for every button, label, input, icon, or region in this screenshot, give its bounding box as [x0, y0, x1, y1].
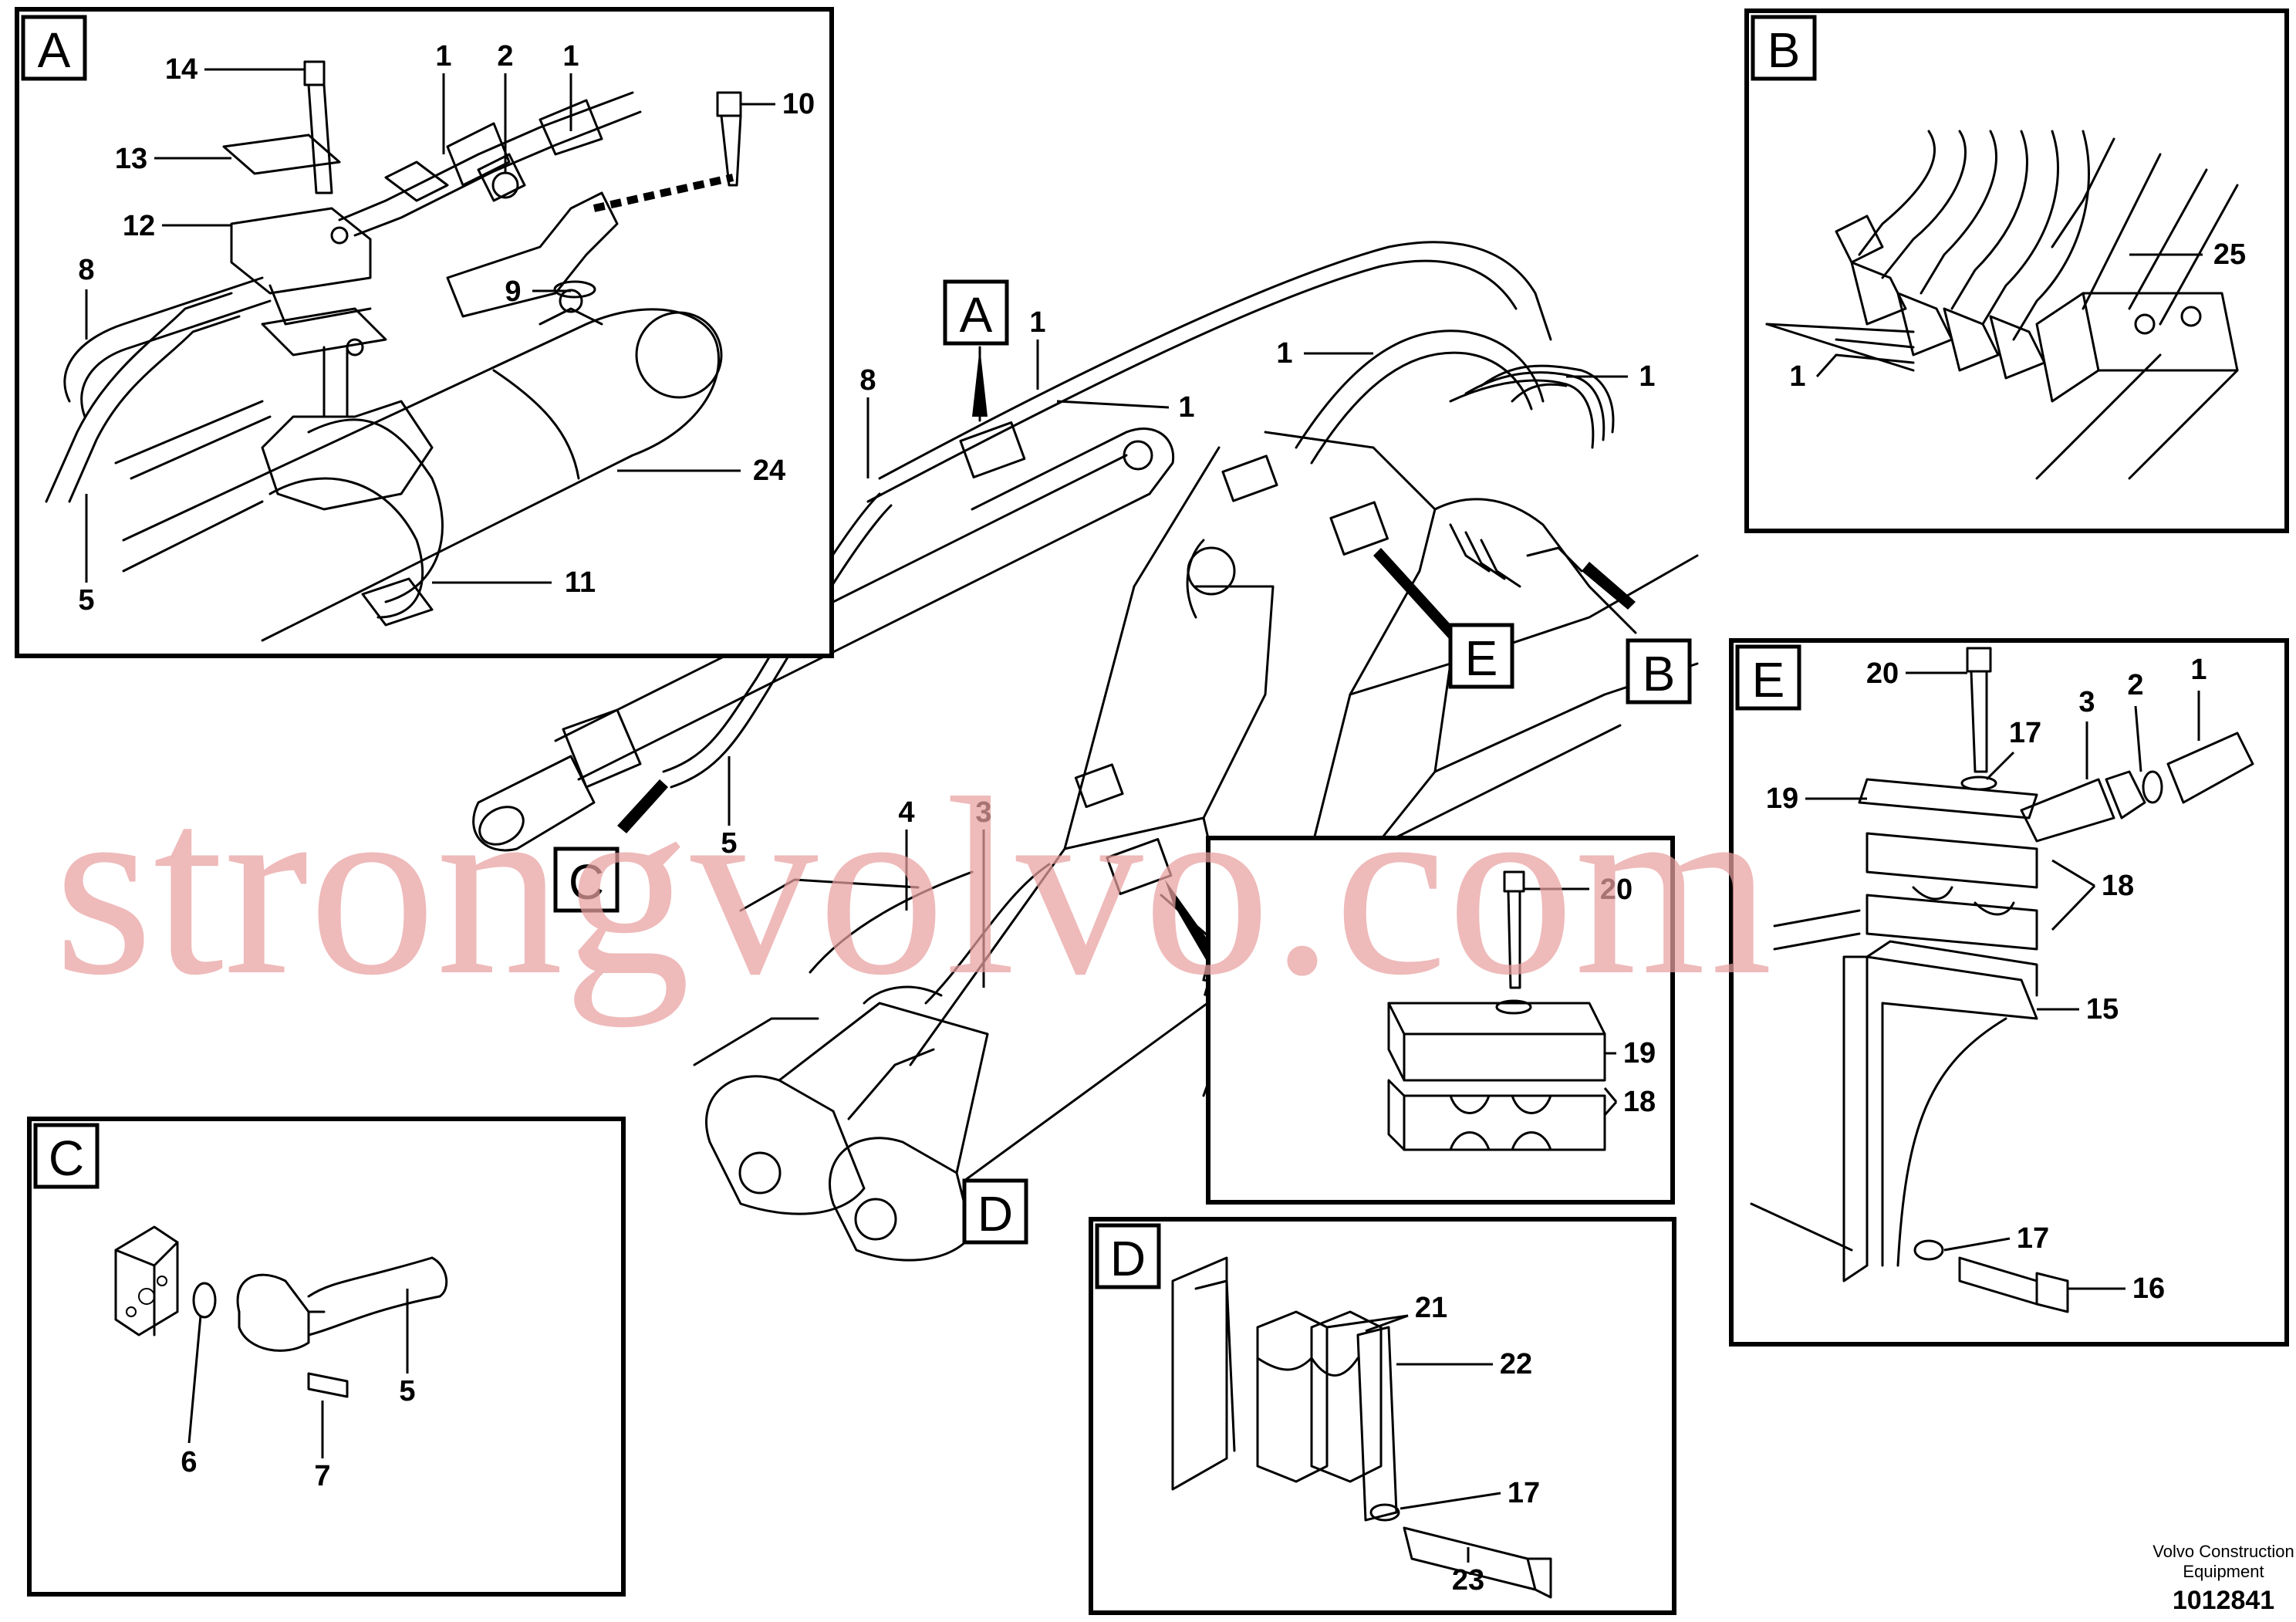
- e-callout-15: 15: [2086, 993, 2119, 1026]
- c-callout-6: 6: [181, 1446, 197, 1478]
- inset-b-tag: B: [1768, 22, 1801, 78]
- a-callout-10: 10: [782, 88, 815, 120]
- detail-callout-20: 20: [1600, 874, 1633, 906]
- main-callout-3: 3: [975, 796, 991, 829]
- a-callout-14: 14: [165, 53, 198, 86]
- a-callout-1b: 1: [562, 40, 579, 73]
- main-tag-e: E: [1465, 630, 1498, 686]
- main-tag-c: C: [569, 854, 604, 910]
- e-callout-20: 20: [1866, 657, 1899, 690]
- detail-callout-18: 18: [1623, 1086, 1656, 1118]
- a-callout-1a: 1: [435, 40, 451, 73]
- watermark-text: strongvolvo.com: [54, 746, 1772, 1028]
- inset-e: E 20 17 3 2: [1729, 638, 2289, 1347]
- a-callout-11: 11: [565, 566, 596, 599]
- e-callout-17a: 17: [2009, 717, 2041, 749]
- inset-d-clamp-detail: 20 19 18: [1206, 836, 1675, 1205]
- d-callout-22: 22: [1500, 1348, 1532, 1380]
- inset-c-tag: C: [49, 1130, 84, 1186]
- inset-d: D 21 22 17 23: [1089, 1217, 1676, 1615]
- main-callout-5: 5: [721, 827, 737, 860]
- e-callout-3: 3: [2078, 686, 2095, 718]
- e-callout-17b: 17: [2017, 1222, 2049, 1255]
- credit-line-2: Equipment: [2183, 1562, 2264, 1581]
- main-tag-a: A: [960, 287, 993, 343]
- c-callout-5: 5: [399, 1375, 415, 1407]
- main-callout-1d: 1: [1639, 360, 1655, 393]
- a-callout-9: 9: [505, 275, 521, 308]
- main-callout-1c: 1: [1276, 337, 1292, 370]
- inset-d-tag: D: [1110, 1231, 1146, 1286]
- b-callout-1: 1: [1789, 360, 1805, 393]
- e-callout-2: 2: [2127, 669, 2143, 701]
- main-callout-4: 4: [898, 796, 914, 829]
- a-callout-12: 12: [123, 210, 155, 242]
- detail-callout-19: 19: [1623, 1037, 1656, 1070]
- e-callout-18: 18: [2102, 870, 2134, 902]
- e-callout-1: 1: [2190, 654, 2207, 686]
- inset-a: A: [15, 7, 834, 658]
- a-callout-2: 2: [497, 40, 513, 73]
- a-callout-8: 8: [78, 254, 94, 286]
- a-callout-13: 13: [115, 143, 147, 175]
- inset-b: B 25 1: [1744, 8, 2289, 533]
- inset-e-tag: E: [1752, 652, 1785, 708]
- main-callout-8: 8: [859, 364, 876, 397]
- d-callout-17: 17: [1508, 1477, 1540, 1509]
- e-callout-16: 16: [2132, 1272, 2165, 1305]
- credit-line-1: Volvo Construction: [2152, 1542, 2294, 1561]
- main-callout-1b: 1: [1178, 391, 1194, 424]
- credit-block: Volvo Construction Equipment 1012841: [2152, 1542, 2294, 1615]
- d-callout-21: 21: [1415, 1292, 1447, 1324]
- main-tag-d: D: [977, 1186, 1013, 1242]
- c-callout-7: 7: [314, 1460, 330, 1492]
- b-callout-25: 25: [2213, 238, 2246, 271]
- a-callout-24: 24: [753, 454, 785, 487]
- e-callout-19: 19: [1766, 782, 1798, 815]
- main-tag-b: B: [1643, 646, 1676, 701]
- d-callout-23: 23: [1452, 1564, 1484, 1597]
- a-callout-5: 5: [78, 584, 94, 617]
- inset-c: C 5 6 7: [27, 1117, 626, 1597]
- inset-a-tag: A: [38, 22, 71, 78]
- document-number: 1012841: [2173, 1586, 2274, 1615]
- main-callout-1a: 1: [1029, 306, 1045, 339]
